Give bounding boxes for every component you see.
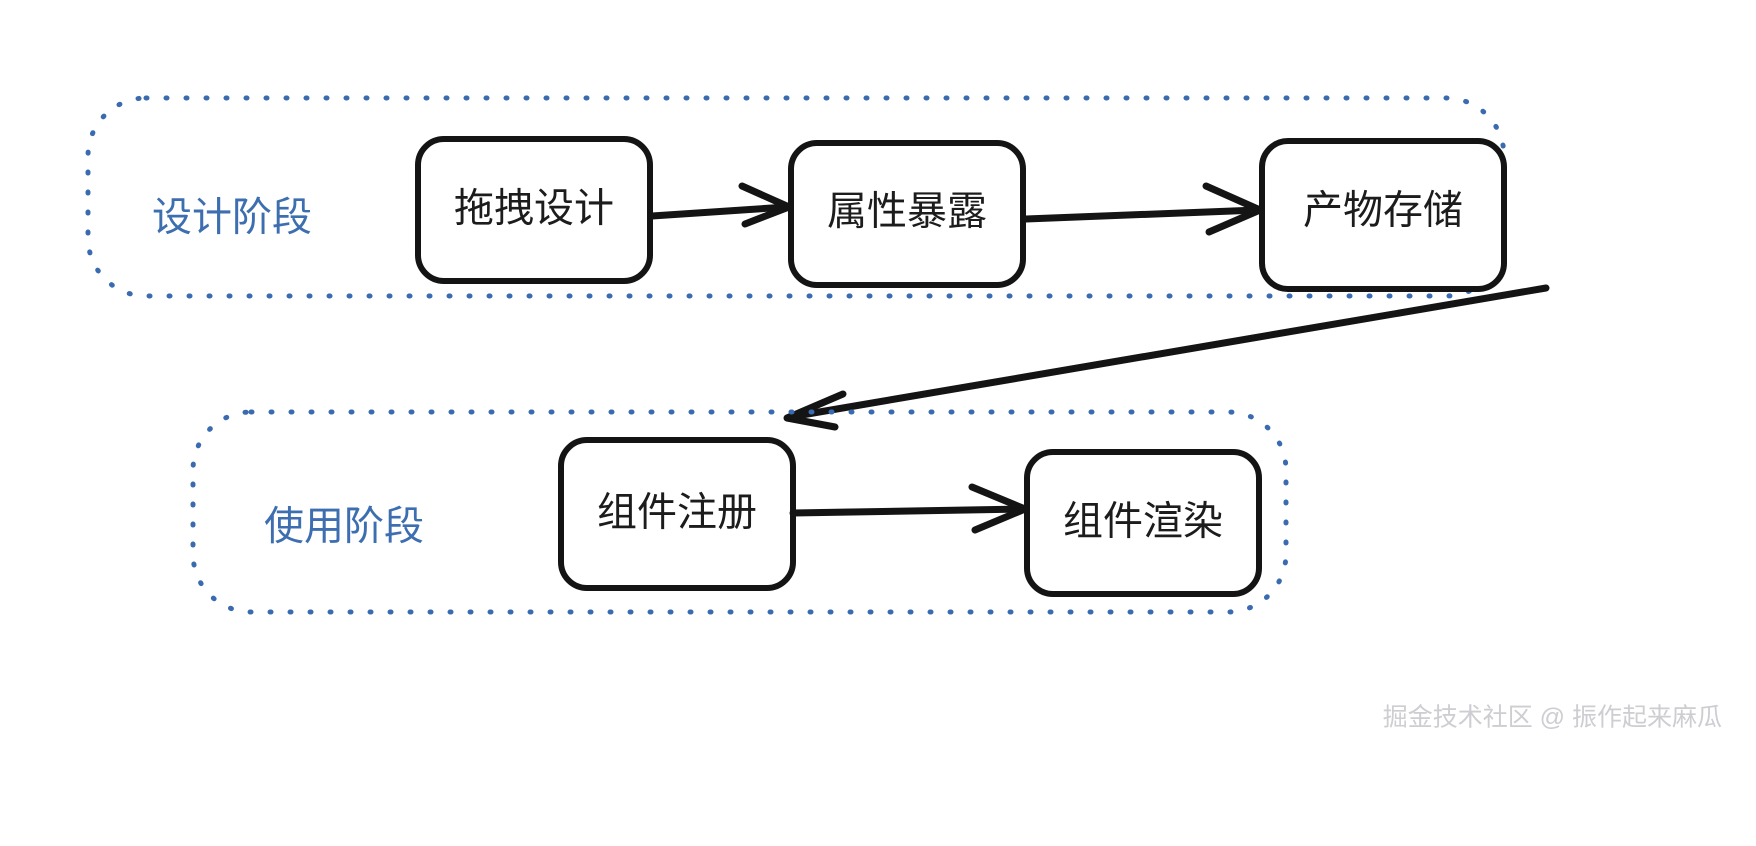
- node-box-artifact-storage[interactable]: [1259, 138, 1507, 292]
- node-label-component-render: 组件渲染: [1063, 500, 1223, 544]
- group-label-design-phase: 设计阶段: [152, 196, 312, 240]
- node-box-component-render[interactable]: [1024, 449, 1262, 597]
- edge-artifact-storage-to-usage-phase: [783, 284, 1550, 431]
- node-label-drag-design: 拖拽设计: [454, 187, 614, 231]
- node-box-property-exposure[interactable]: [788, 140, 1026, 288]
- group-label-usage-phase: 使用阶段: [264, 505, 424, 549]
- node-label-property-exposure: 属性暴露: [827, 190, 987, 234]
- node-label-component-register: 组件注册: [597, 491, 757, 535]
- node-box-drag-design[interactable]: [415, 136, 653, 284]
- watermark-label: 掘金技术社区 @ 振作起来麻瓜: [1383, 704, 1722, 732]
- node-label-artifact-storage: 产物存储: [1303, 189, 1463, 233]
- edge-drag-design-to-property-exposure: [648, 182, 793, 228]
- edge-property-exposure-to-artifact-storage: [1022, 182, 1264, 236]
- edge-component-register-to-component-render: [789, 483, 1029, 534]
